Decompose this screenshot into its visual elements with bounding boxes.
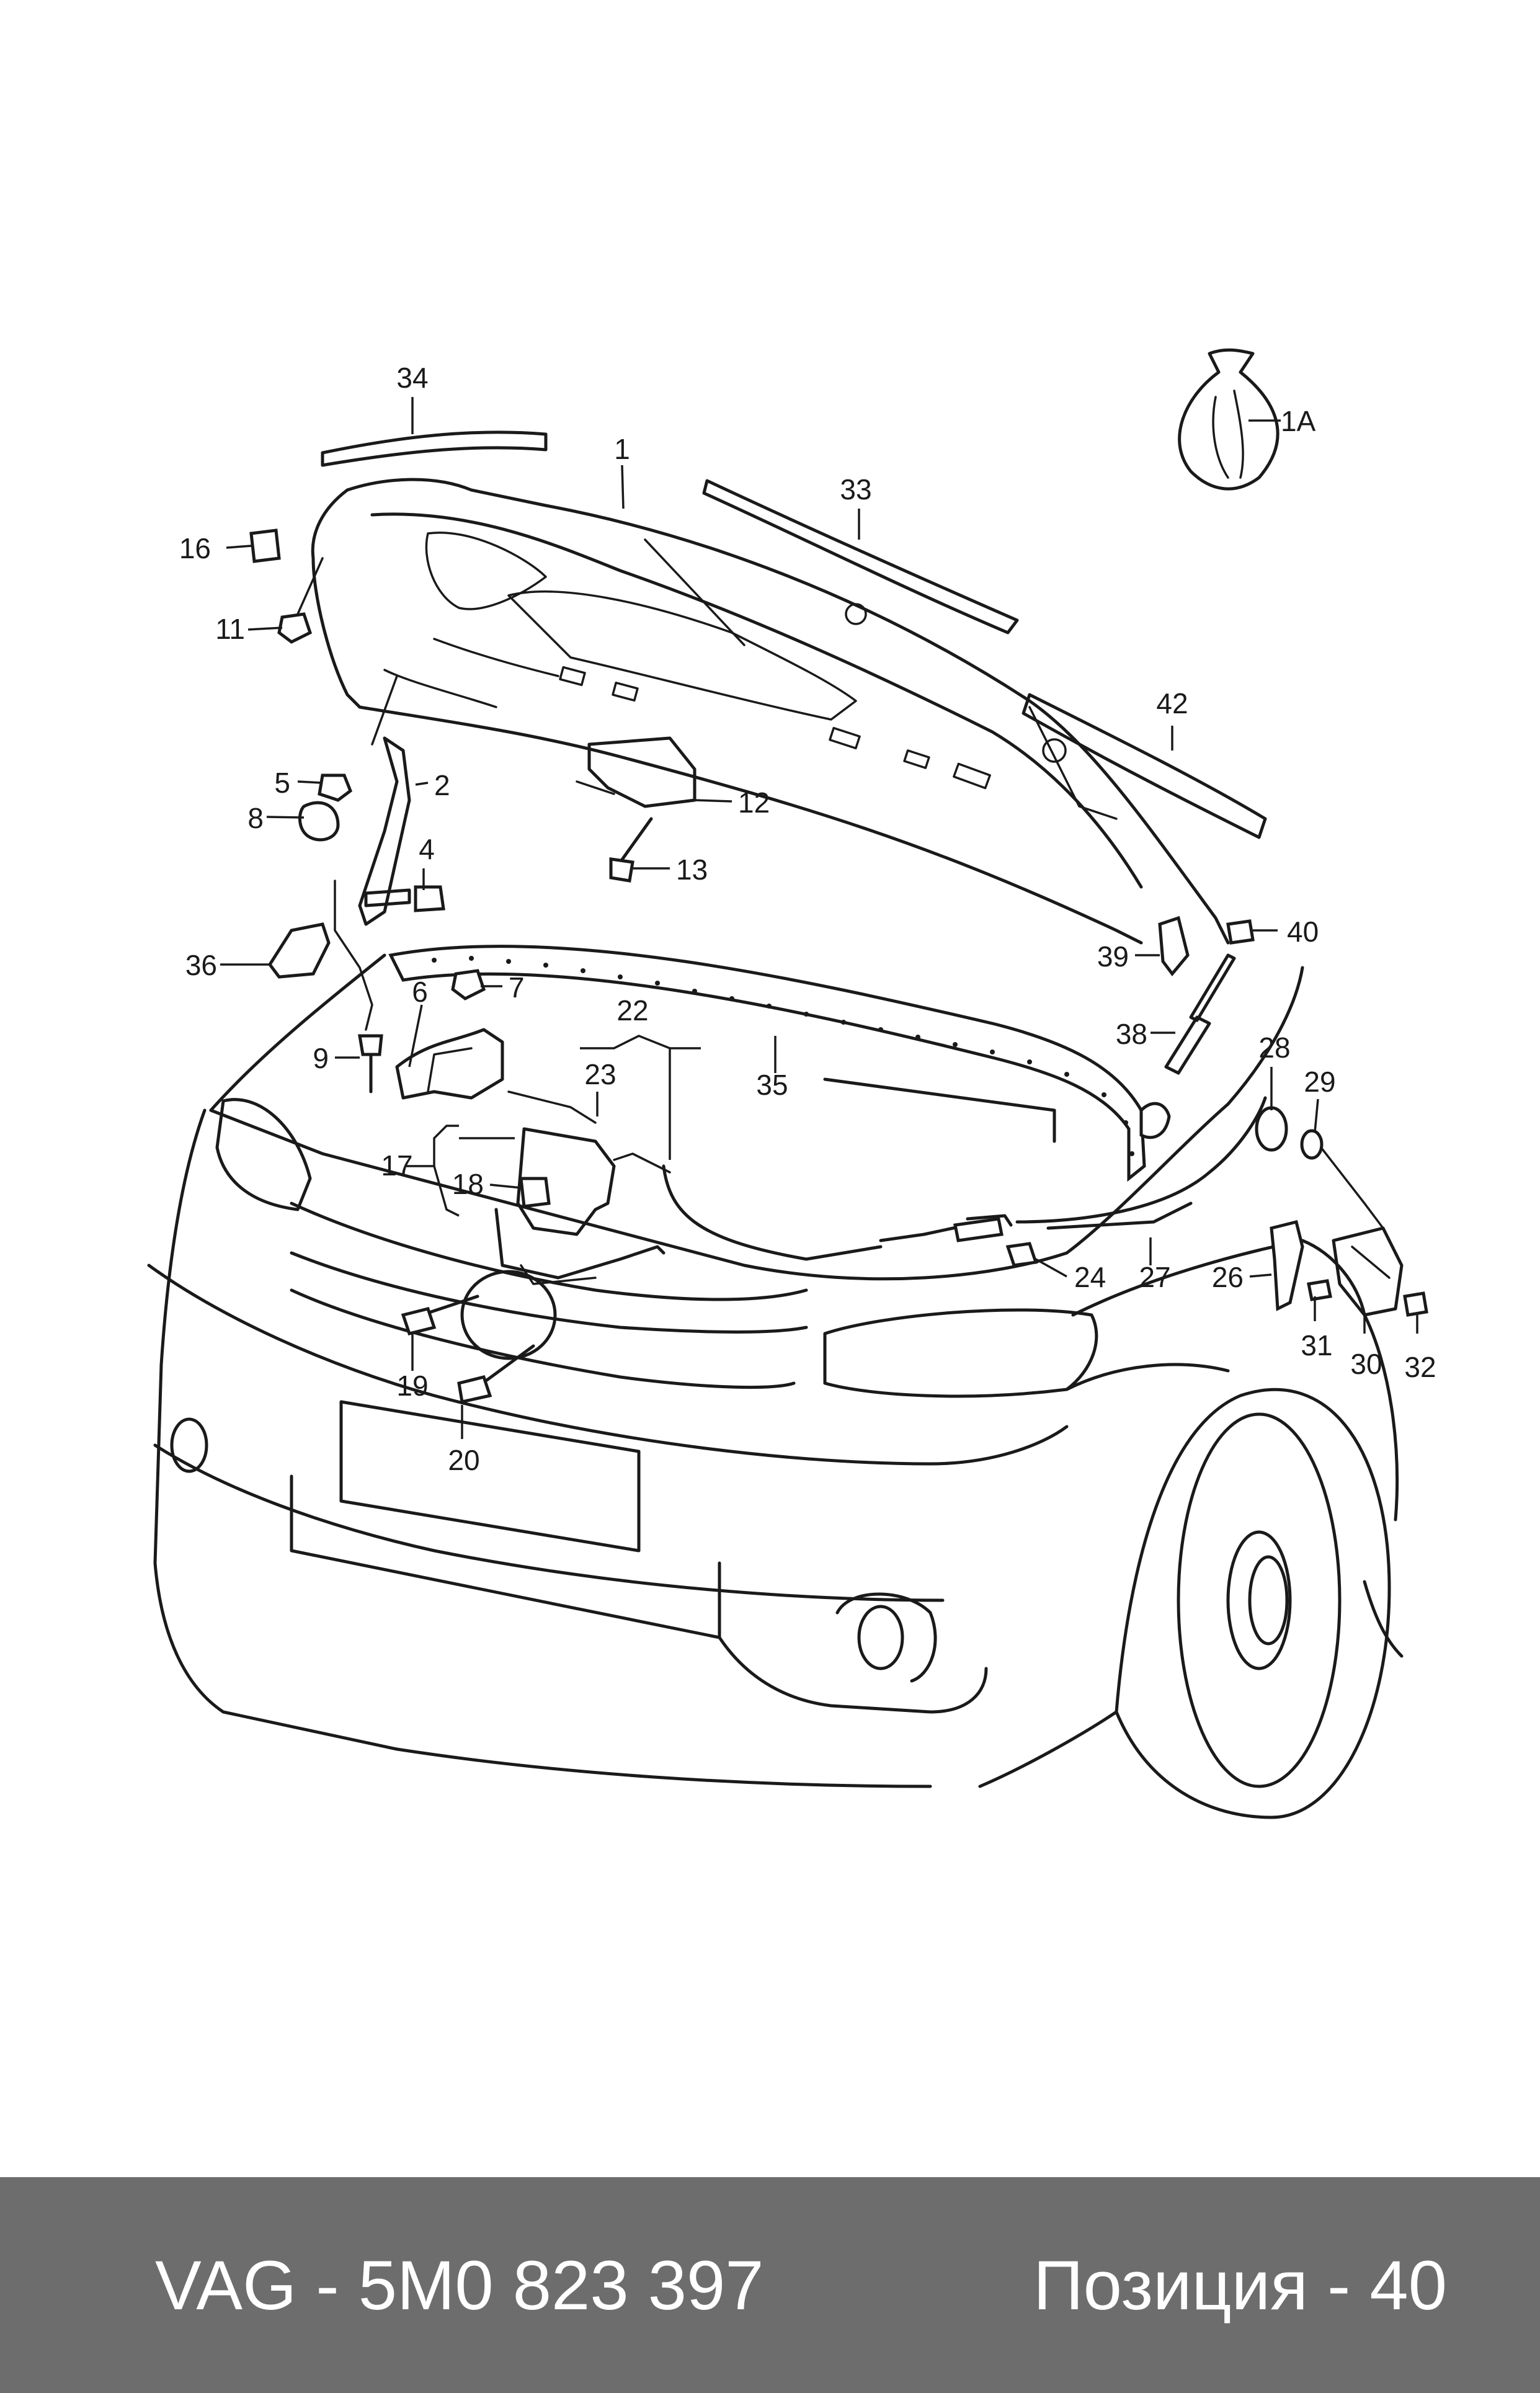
callout-7: 7 [509,971,525,1004]
car-front-outline [147,953,1404,1819]
callout-29: 29 [1304,1066,1335,1098]
callout-8: 8 [247,802,264,834]
leader-lines [220,397,1418,1439]
release-cable-27 [662,1096,1267,1261]
bracket-6 [395,1028,504,1100]
buffer-16 [249,528,281,563]
nut-11 [277,557,324,644]
callout-6: 6 [412,976,428,1008]
lock-mount-plate [494,1208,665,1285]
callout-18: 18 [452,1168,484,1200]
nut-5 [318,773,353,802]
callout-23: 23 [584,1058,616,1090]
callout-20: 20 [448,1444,479,1476]
callout-30: 30 [1350,1348,1382,1380]
callout-33: 33 [840,473,871,506]
callout-13: 13 [676,853,708,886]
grease-tube-1A [1178,348,1280,491]
callout-1: 1 [614,433,630,465]
sealing-profile-35 [388,945,1146,1182]
grommet-29 [1300,1129,1384,1229]
cap-8 [298,801,340,842]
callout-5: 5 [274,767,290,799]
callout-22: 22 [616,994,648,1027]
clip-24 [1005,1242,1038,1267]
lock-catch-12 [576,736,697,808]
bolt-13 [609,817,653,883]
callout-19: 19 [396,1370,428,1402]
callout-38: 38 [1116,1018,1147,1050]
part-number: VAG - 5M0 823 397 [155,2246,764,2324]
hinge-2 [334,675,411,1031]
callout-17: 17 [381,1149,412,1182]
callout-26: 26 [1212,1261,1244,1293]
clip-40 [1226,919,1255,945]
callout-24: 24 [1074,1261,1106,1293]
callout-40: 40 [1287,916,1319,948]
callout-31: 31 [1301,1329,1332,1361]
callout-12: 12 [738,787,770,819]
part-number-footer: VAG - 5M0 823 397 Позиция - 40 [0,2177,1540,2393]
callout-34: 34 [396,362,428,394]
callout-1A: 1A [1281,405,1316,437]
seal-dots [432,956,1134,1156]
bolt-4 [364,885,445,912]
screw-20 [457,1344,535,1404]
clip-32 [1403,1291,1428,1317]
screw-19 [401,1295,479,1335]
lock-assembly-17 [507,1090,671,1236]
bracket-30 [1332,1226,1404,1317]
gas-strut-38 [1139,953,1236,1139]
callout-16: 16 [179,532,211,564]
callout-4: 4 [419,833,435,865]
callout-42: 42 [1156,687,1188,720]
seal-strip-34 [321,430,548,467]
hood-panel [311,478,1230,945]
seal-strip-42 [1021,693,1267,839]
grommet-28 [1255,1106,1288,1152]
callout-9: 9 [313,1042,329,1074]
callout-27: 27 [1139,1261,1170,1293]
ball-stud-39 [1158,916,1190,977]
callout-labels: 34 1 33 1A 16 11 42 2 5 8 12 13 4 36 7 6… [179,362,1436,1476]
callout-39: 39 [1097,940,1129,973]
screw-31 [1307,1279,1332,1301]
callout-11: 11 [215,613,245,645]
nut-7 [451,969,486,1000]
seal-strip-33 [702,479,1019,635]
callout-35: 35 [756,1069,788,1101]
callout-32: 32 [1404,1351,1436,1383]
position-label: Позиция - 40 [1033,2246,1447,2324]
bracket-36 [267,922,331,979]
callout-36: 36 [185,949,217,981]
callout-28: 28 [1258,1032,1290,1064]
bolt-9 [358,1034,383,1094]
parts-diagram: 34 1 33 1A 16 11 42 2 5 8 12 13 4 36 7 6… [147,348,1436,1819]
callout-2: 2 [434,769,450,801]
lever-26 [1270,1219,1304,1311]
